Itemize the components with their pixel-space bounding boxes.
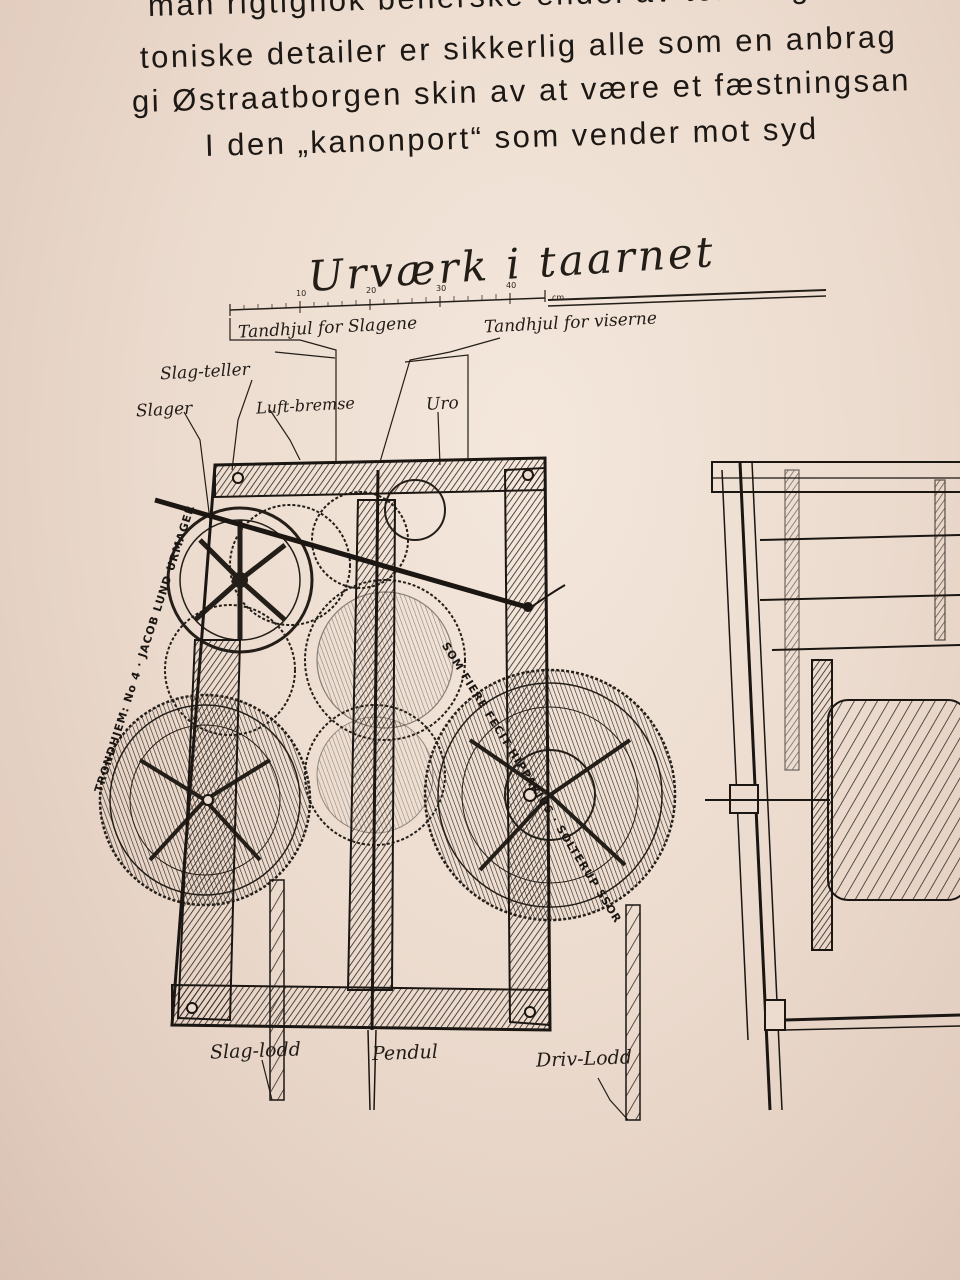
label-slag-lodd: Slag-lodd [209, 1038, 302, 1064]
iron-frame [170, 456, 552, 1032]
weight-ropes [269, 879, 641, 1121]
drum-mechanism [705, 461, 960, 1111]
hammer-arm [154, 497, 566, 612]
label-leaders [183, 318, 629, 1121]
pendulum [367, 469, 380, 1111]
title-underline [547, 289, 827, 307]
label-driv-lodd: Driv-Lodd [535, 1046, 633, 1072]
scale-unit: cm [552, 293, 564, 302]
scale-tick-40: 40 [506, 281, 516, 290]
label-uro: Uro [425, 393, 460, 415]
count-wheel [166, 506, 314, 654]
scale-tick-20: 20 [366, 286, 376, 295]
scale-tick-10: 10 [296, 289, 306, 298]
label-slager: Slager [135, 398, 193, 422]
label-pendul: Pendul [371, 1040, 439, 1066]
scale-tick-30: 30 [436, 284, 446, 293]
scale-bar: 10 20 30 40 cm [229, 281, 564, 316]
